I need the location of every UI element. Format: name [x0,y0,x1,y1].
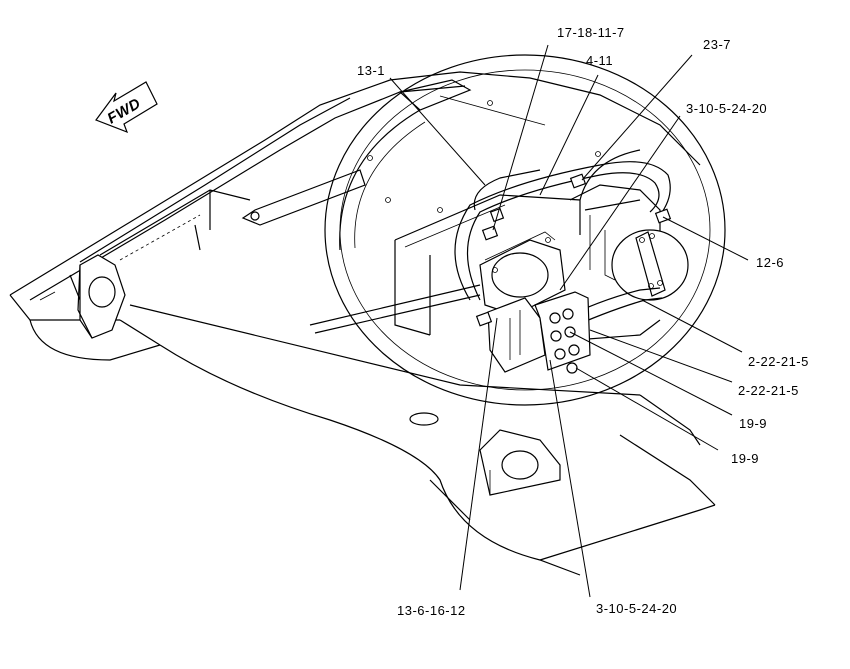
callout-19-9a: 19-9 [739,416,767,431]
callout-23-7: 23-7 [703,37,731,52]
callout-2-22-21-5a: 2-22-21-5 [748,354,809,369]
callout-3-10-5-24-20a: 3-10-5-24-20 [686,101,767,116]
fwd-arrow-icon: FWD [95,81,158,134]
callout-2-22-21-5b: 2-22-21-5 [738,383,799,398]
callout-labels: 13-1 17-18-11-7 4-11 23-7 3-10-5-24-20 1… [357,25,809,618]
callout-4-11: 4-11 [586,53,613,68]
callout-17-18-11-7: 17-18-11-7 [557,25,625,40]
callout-19-9b: 19-9 [731,451,759,466]
machine-frame [9,54,726,576]
callout-13-1: 13-1 [357,63,385,78]
callout-13-6-16-12: 13-6-16-12 [397,603,466,618]
callout-3-10-5-24-20b: 3-10-5-24-20 [596,601,677,616]
leader-lines [389,44,749,598]
callout-12-6: 12-6 [756,255,784,270]
